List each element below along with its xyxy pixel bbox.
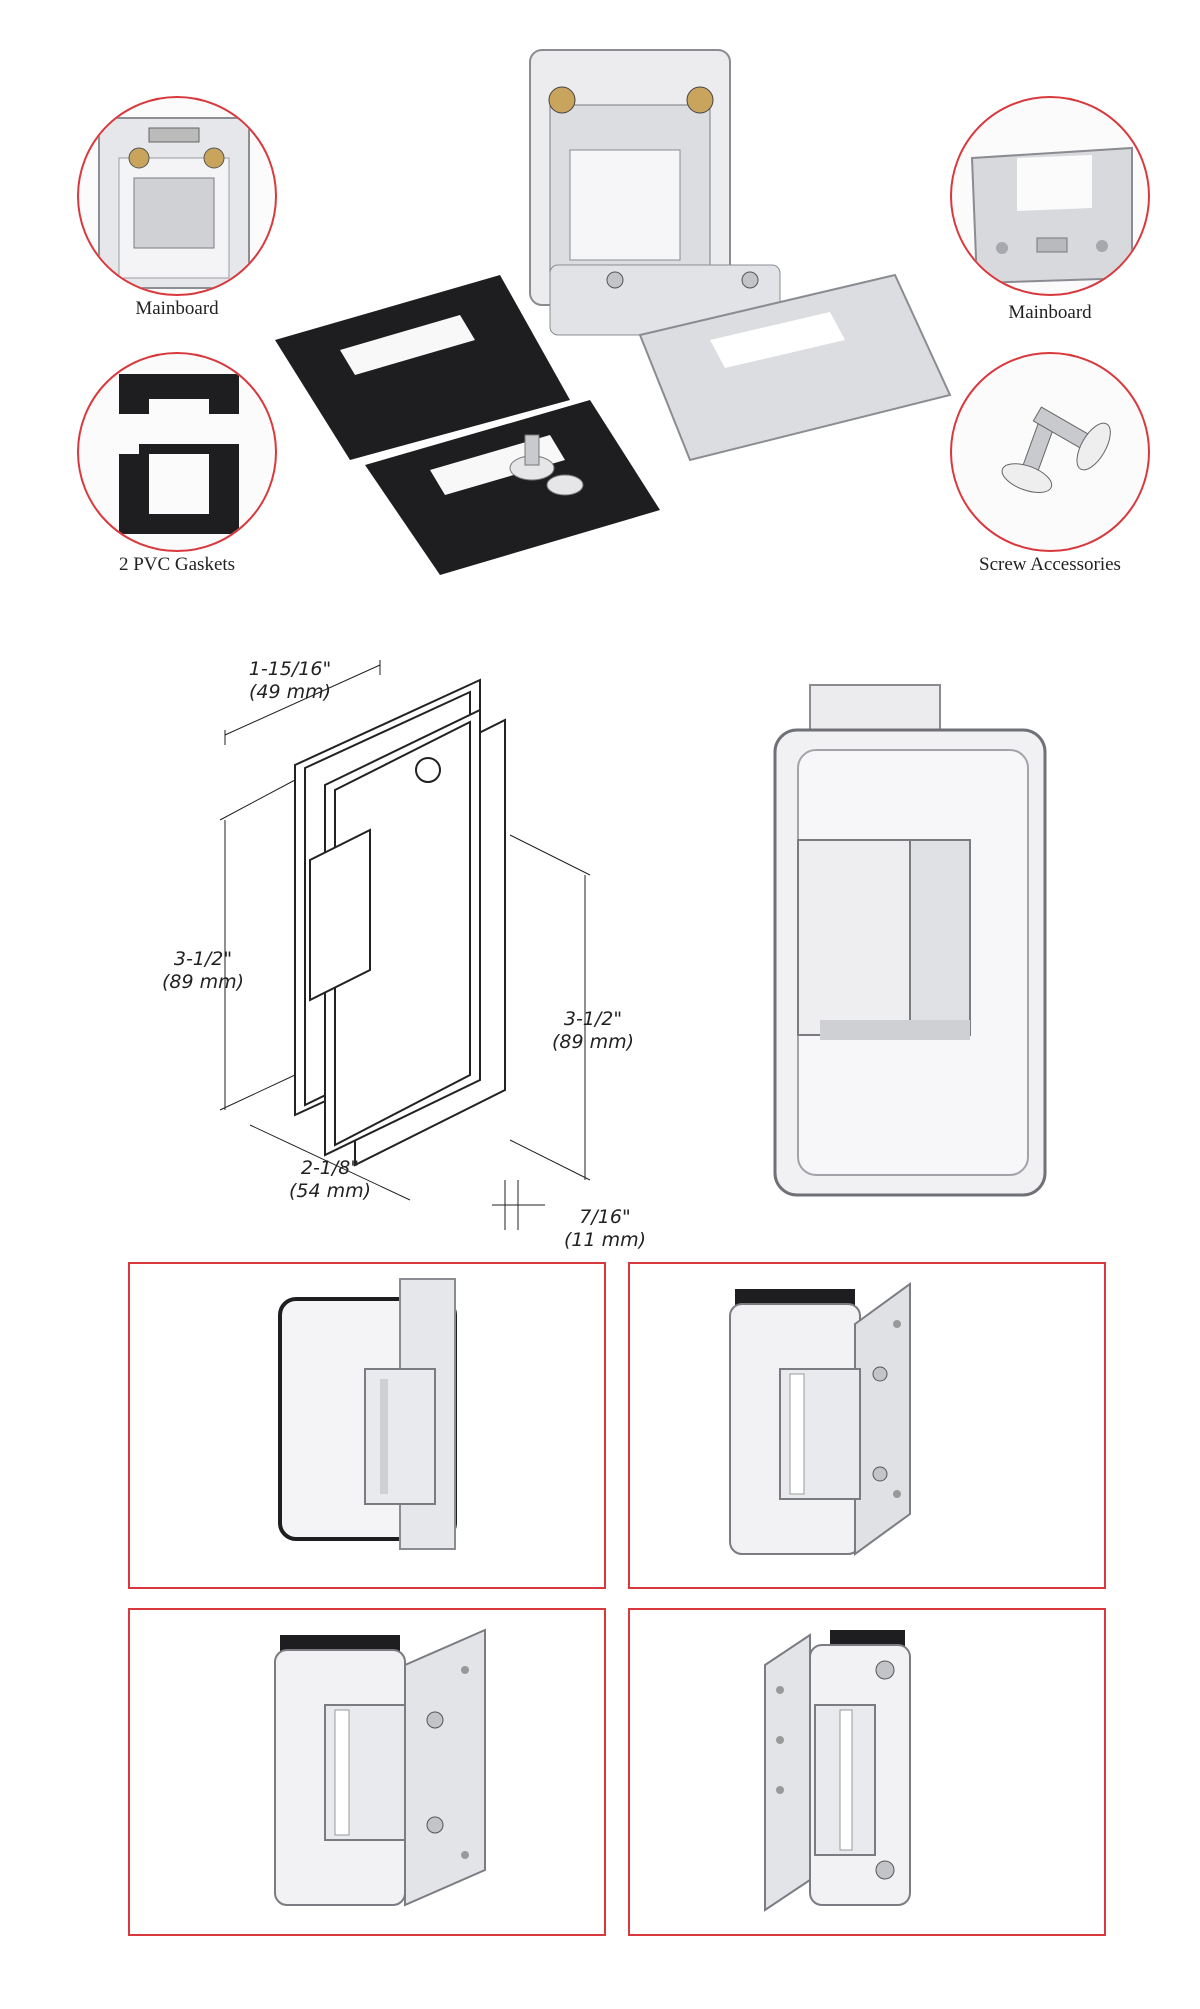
dimension-drawing	[219, 660, 591, 1230]
detail-circle-mainboard-left	[77, 96, 277, 296]
dim-bottom-mm: (54 mm)	[288, 1180, 372, 1202]
hinge-view-1-image	[278, 1278, 457, 1550]
hinge-view-2-image	[729, 1282, 911, 1556]
dim-left-inch: 3-1/2"	[173, 948, 233, 970]
detail-circle-screws	[950, 352, 1150, 552]
gaskets-closeup-image	[119, 374, 239, 534]
screws-closeup-image	[1001, 406, 1111, 493]
hinge-front-image	[773, 684, 1047, 1197]
dim-thickness-inch: 7/16"	[579, 1206, 631, 1228]
mainboard-left-label: Mainboard	[135, 298, 219, 319]
dim-bottom: 2-1/8" (54 mm)	[280, 1157, 380, 1203]
detail-circle-gaskets	[77, 352, 277, 552]
plate-closeup-image	[970, 146, 1133, 285]
dim-right-inch: 3-1/2"	[563, 1008, 623, 1030]
detail-circle-mainboard-right	[950, 96, 1150, 296]
view-frame-2	[628, 1262, 1106, 1589]
view-frame-1	[128, 1262, 606, 1589]
mainboard-closeup-image	[98, 117, 250, 289]
dim-top-mm: (49 mm)	[248, 681, 332, 703]
mainboard-right-label: Mainboard	[1008, 302, 1092, 323]
dim-top-inch: 1-15/16"	[248, 658, 332, 680]
dim-thickness: 7/16" (11 mm)	[560, 1206, 650, 1252]
dim-top: 1-15/16" (49 mm)	[240, 658, 340, 704]
hinge-view-3-image	[274, 1628, 486, 1907]
dim-thickness-mm: (11 mm)	[563, 1229, 647, 1251]
gaskets-label: 2 PVC Gaskets	[118, 554, 236, 575]
dim-right: 3-1/2" (89 mm)	[548, 1008, 638, 1054]
dim-right-mm: (89 mm)	[551, 1031, 635, 1053]
hinge-view-4-image	[764, 1630, 911, 1912]
view-frame-3	[128, 1608, 606, 1936]
dim-bottom-inch: 2-1/8"	[300, 1157, 360, 1179]
dim-left-mm: (89 mm)	[161, 971, 245, 993]
hinge-parts-image	[275, 49, 952, 575]
dim-left: 3-1/2" (89 mm)	[158, 948, 248, 994]
screws-label: Screw Accessories	[979, 554, 1121, 575]
view-frame-4	[628, 1608, 1106, 1936]
